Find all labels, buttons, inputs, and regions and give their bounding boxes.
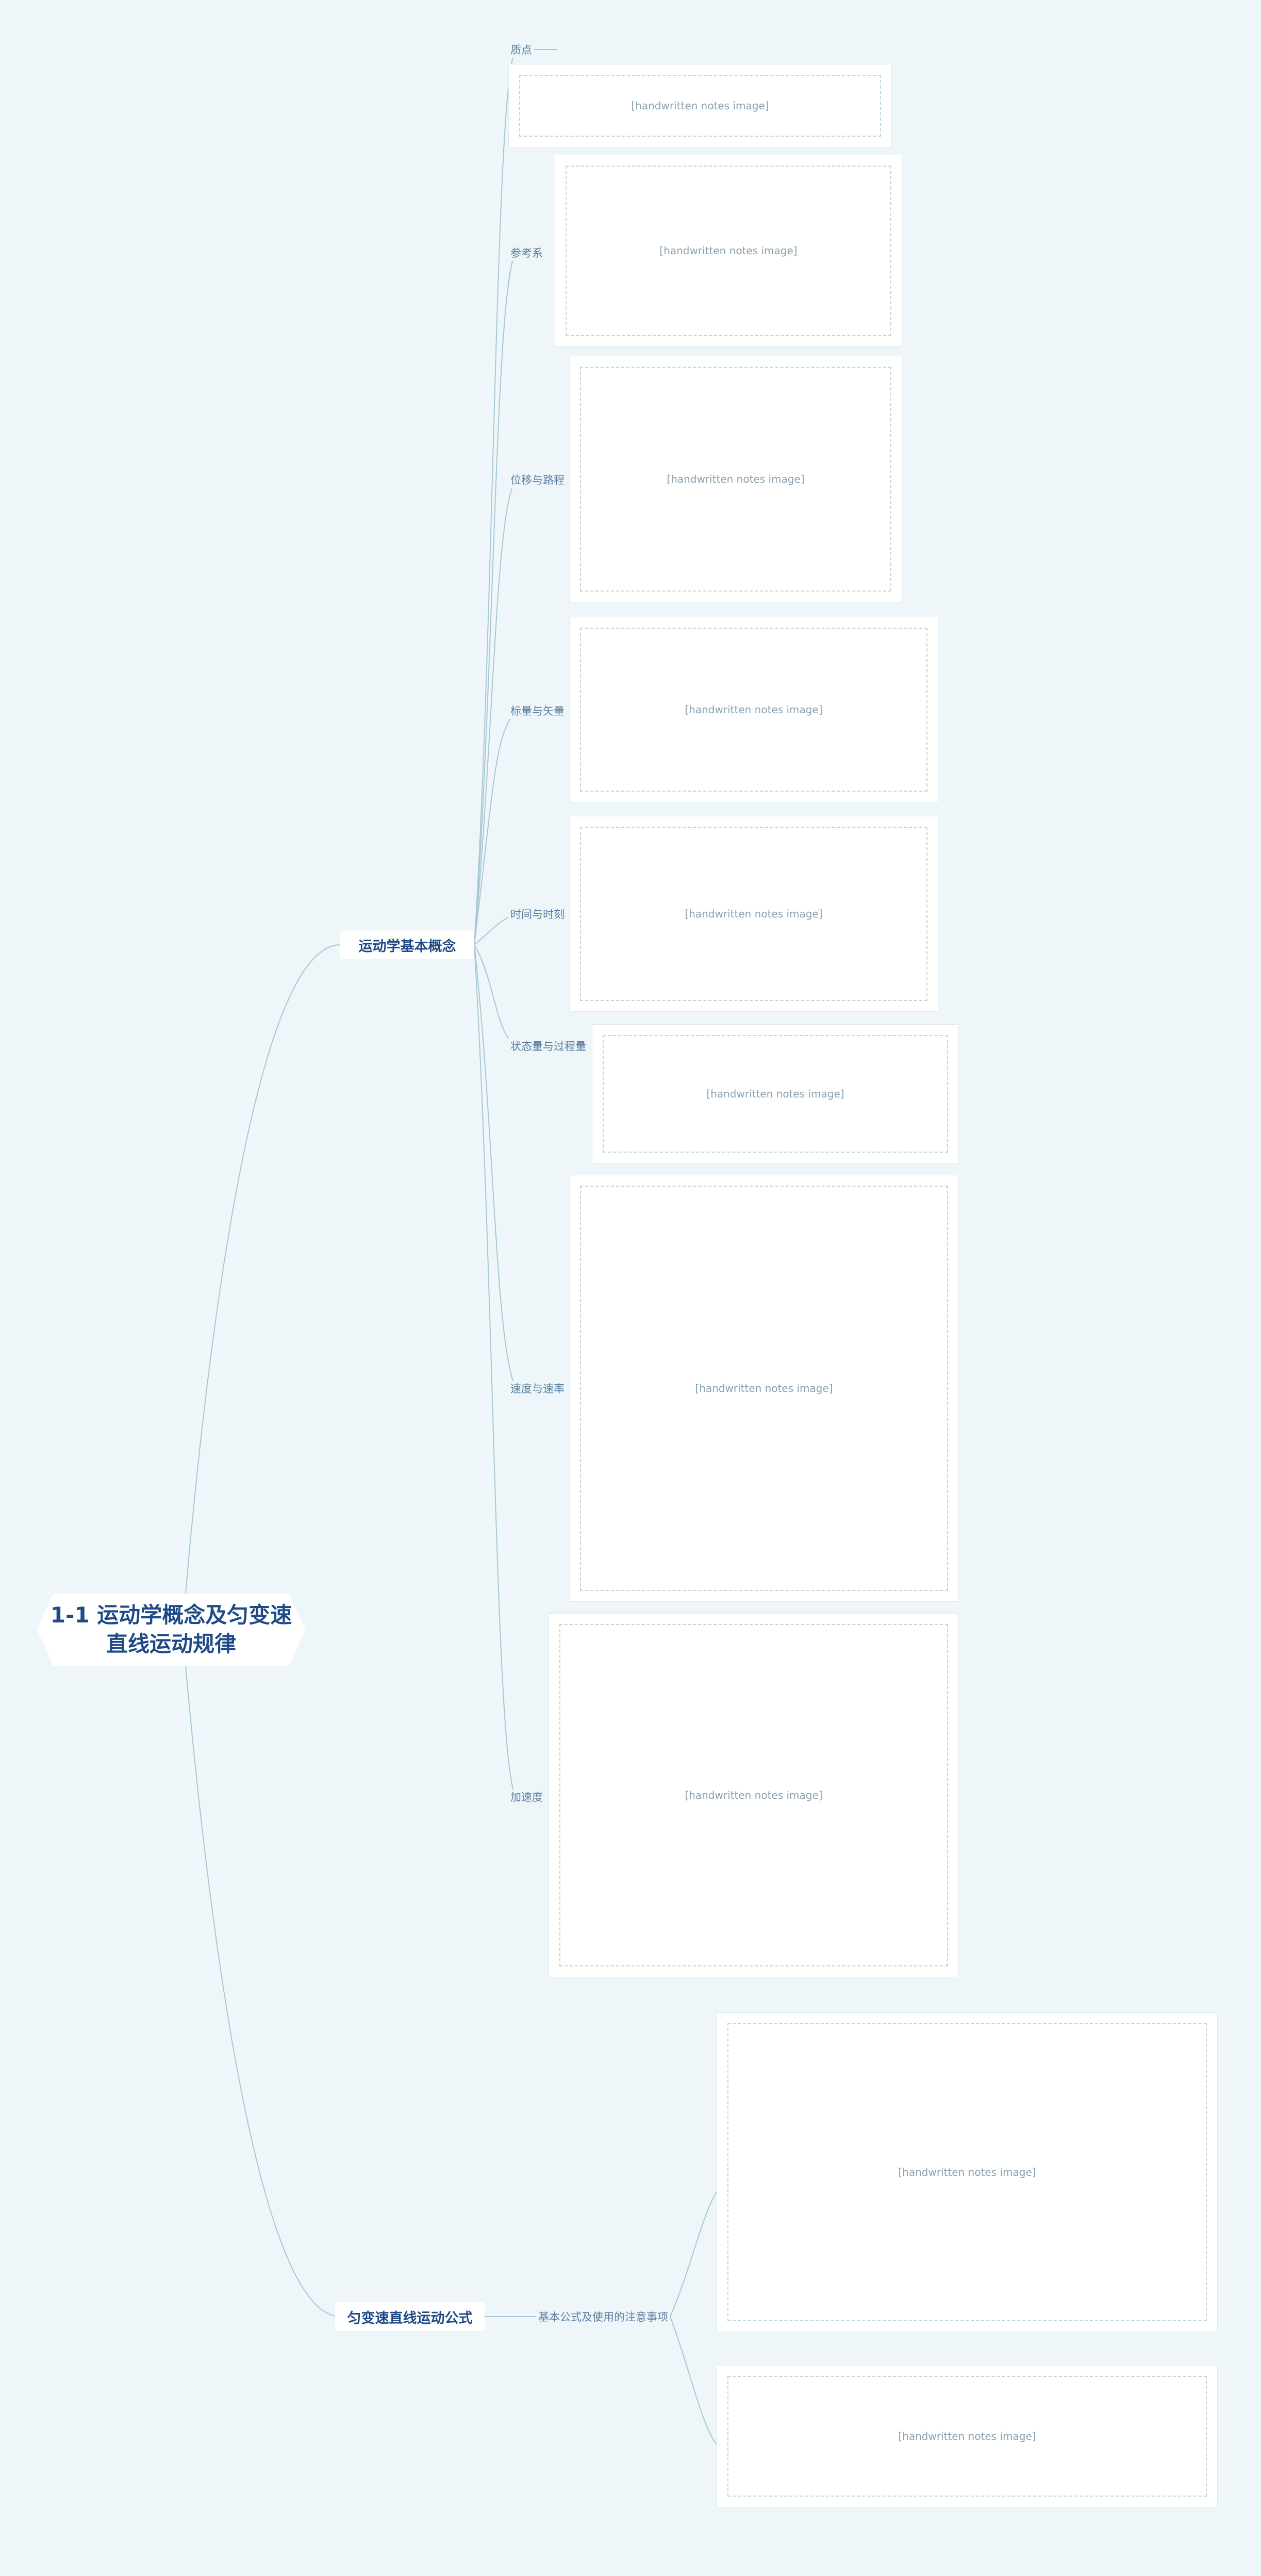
topic-state-process: 状态量与过程量 [508,1039,588,1054]
notes-image-velocity-speed: [handwritten notes image] [569,1175,959,1602]
topic-mass-point: 质点 [508,42,534,58]
notes-image-usage-notes: [handwritten notes image] [717,2365,1218,2507]
topic-acceleration: 加速度 [508,1790,545,1805]
topic-scalar-vector: 标量与矢量 [508,703,567,719]
notes-image-acceleration: [handwritten notes image] [549,1613,959,1977]
notes-image-reference-frame: [handwritten notes image] [555,155,902,347]
notes-image-placeholder: [handwritten notes image] [580,628,927,792]
notes-image-placeholder: [handwritten notes image] [727,2376,1207,2497]
notes-image-state-process: [handwritten notes image] [592,1024,959,1163]
topic-time-instant: 时间与时刻 [508,907,567,922]
topic-velocity-speed: 速度与速率 [508,1381,567,1397]
branch-uniform-acceleration-formulas: 匀变速直线运动公式 [335,2302,485,2331]
root-title-line2: 直线运动规律 [106,1631,236,1656]
notes-image-basic-formulas: [handwritten notes image] [717,2012,1218,2332]
topic-basic-formulas-notes: 基本公式及使用的注意事项 [536,2309,670,2325]
branch-kinematics-concepts: 运动学基本概念 [340,930,474,959]
notes-image-placeholder: [handwritten notes image] [580,367,891,592]
notes-image-placeholder: [handwritten notes image] [566,166,891,336]
notes-image-time-instant: [handwritten notes image] [569,816,938,1012]
notes-image-placeholder: [handwritten notes image] [580,827,927,1001]
topic-reference-frame: 参考系 [508,245,545,261]
root-node: 1-1 运动学概念及匀变速 直线运动规律 [37,1594,305,1666]
notes-image-placeholder: [handwritten notes image] [727,2023,1207,2321]
notes-image-scalar-vector: [handwritten notes image] [569,617,938,802]
notes-image-placeholder: [handwritten notes image] [519,75,881,137]
notes-image-mass-point: [handwritten notes image] [508,64,892,147]
root-title-line1: 1-1 运动学概念及匀变速 [50,1602,292,1628]
topic-displacement: 位移与路程 [508,472,567,488]
notes-image-displacement: [handwritten notes image] [569,356,902,602]
notes-image-placeholder: [handwritten notes image] [603,1035,948,1153]
notes-image-placeholder: [handwritten notes image] [580,1186,948,1591]
notes-image-placeholder: [handwritten notes image] [559,1624,948,1966]
